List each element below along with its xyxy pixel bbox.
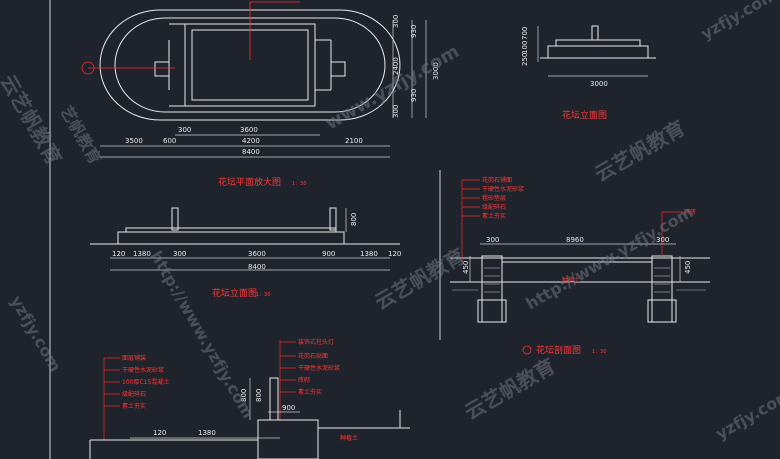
detail-left-label-1: 干硬性水泥砂浆 [122,366,164,374]
front-post-left [171,207,179,231]
section-label-3: 级配碎石 [482,203,506,211]
section-h-1: 450 [684,261,692,274]
section-footing-right [647,299,677,323]
side-vdim-2: 250 [521,53,529,66]
detail-right-label-4: 素土夯实 [298,388,322,396]
plan-dim-mid-3: 2100 [345,137,363,145]
section-label-4: 素土夯实 [482,212,506,220]
detail-left-label-4: 素土夯实 [122,402,146,410]
side-vdim-0: 700 [521,27,529,40]
plan-dim-text: 300 3600 3500 600 4200 2100 8400 [125,126,363,156]
front-post-right [329,207,337,231]
front-dims [110,208,390,271]
plan-vdim-0: 300 [392,15,400,28]
plan-vdim-4: 300 [392,105,400,118]
section-h-0: 450 [462,261,470,274]
side-post [591,25,599,41]
section-scale: 1：30 [592,349,607,355]
detail-left-label-2: 100厚C15混凝土 [122,378,169,386]
section-label-0: 花岗石铺面 [482,176,512,184]
plan-vert-dim-text: 300 930 2400 930 300 3000 [392,15,440,118]
section-labels: 花岗石铺面 干硬性水泥砂浆 粗砂垫层 级配碎石 素土夯实 碎砖 种植土 [482,176,696,284]
side-dims [537,26,648,77]
front-elevation [90,207,400,245]
detail-left-label-0: 面层铺装 [122,354,146,362]
detail-leaders [103,340,296,440]
detail-right-label-0: 装饰式柱头灯 [298,338,334,346]
front-dim-3: 3600 [248,250,266,258]
plan-title: 花坛平面放大图 [218,176,281,188]
section-dim-text: 300 8960 300 450 450 [462,236,692,274]
detail-dim-0: 120 [153,429,166,437]
front-dim-2: 300 [173,250,186,258]
plan-dim-mid-1: 600 [163,137,176,145]
section-hatch [452,267,706,293]
front-scale: 1：30 [256,292,271,298]
plan-inner-stadium [114,17,386,113]
section-footing-left [477,299,507,323]
side-elevation [540,25,656,59]
detail-dim-text: 120 1380 900 800 800 种植土 [153,389,358,442]
plan-dimensions [100,20,427,158]
detail-left-labels: 面层铺装 干硬性水泥砂浆 100厚C15混凝土 级配碎石 素土夯实 [122,354,169,410]
detail-fill-label: 种植土 [340,434,358,442]
plan-dim-top-0: 300 [178,126,191,134]
section-fill-label: 种植土 [562,276,580,284]
detail-right-label-2: 干硬性水泥砂浆 [298,364,340,372]
front-dim-1: 1380 [133,250,151,258]
section-leaders [461,179,682,262]
front-total: 8400 [248,263,266,271]
section-label-2: 粗砂垫层 [482,194,506,202]
plan-view [99,9,401,121]
detail-right-label-3: 砖砌 [298,376,310,384]
front-height: 800 [350,213,358,226]
section-marker-circle [81,61,95,75]
front-dim-6: 120 [388,250,401,258]
detail-dim-2: 900 [282,404,295,412]
section-title-marker-icon [522,345,532,355]
plan-scale: 1：30 [292,181,307,187]
side-dim-text: 700 100 250 3000 [521,27,608,88]
front-dim-text: 120 1380 300 3600 900 1380 120 8400 800 [112,213,401,271]
plan-vdim-3: 930 [410,89,418,102]
section-dim-1: 8960 [566,236,584,244]
detail-right-labels: 装饰式柱头灯 花岗石贴面 干硬性水泥砂浆 砖砌 素土夯实 [298,338,340,396]
plan-vdim-total: 3000 [432,62,440,80]
section-dims [469,243,681,282]
detail-dim-1: 1380 [198,429,216,437]
detail-h-1: 800 [255,389,263,402]
detail-dims [130,378,300,439]
section-view [450,255,710,323]
section-dim-0: 300 [486,236,499,244]
plan-outer-stadium [99,9,401,121]
side-width: 3000 [590,80,608,88]
front-dim-5: 1380 [360,250,378,258]
plan-dim-mid-0: 3500 [125,137,143,145]
detail-drawing [89,377,410,459]
detail-right-label-1: 花岗石贴面 [298,352,328,360]
plan-vdim-1: 930 [410,25,418,38]
section-label-1: 干硬性水泥砂浆 [482,185,524,193]
plan-vdim-2: 2400 [392,57,400,75]
section-dim-2: 300 [656,236,669,244]
side-title: 花坛立面图 [562,109,607,121]
side-vdim-1: 100 [521,41,529,54]
detail-h-0: 800 [240,389,248,402]
detail-left-label-3: 级配碎石 [122,390,146,398]
plan-red-markers [81,1,300,75]
section-title: 花坛剖面图 [536,344,581,356]
plan-dim-top-1: 3600 [240,126,258,134]
plan-dim-total: 8400 [242,148,260,156]
section-right-label: 碎砖 [684,208,696,216]
front-dim-0: 120 [112,250,125,258]
plan-dim-mid-2: 4200 [242,137,260,145]
front-title: 花坛立面图 [212,287,257,299]
front-dim-4: 900 [322,250,335,258]
